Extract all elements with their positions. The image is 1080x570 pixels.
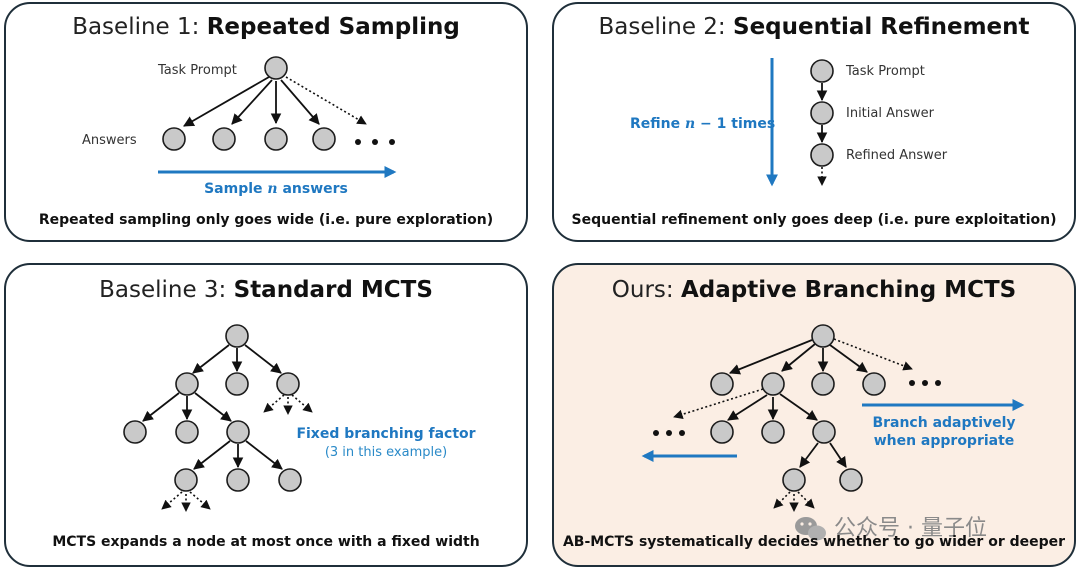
tree-node — [710, 372, 734, 396]
wechat-logo-icon — [795, 517, 826, 541]
tree-node — [312, 127, 336, 151]
tree-edge-dotted — [833, 338, 913, 371]
initial-answer-label: Initial Answer — [846, 106, 935, 121]
sequential-refinement-chain: Refine n − 1 times Task Prompt Initial A… — [630, 58, 948, 187]
tree-edge-dotted — [797, 491, 815, 509]
title-bold: Standard MCTS — [233, 277, 433, 303]
tree-edge — [231, 79, 273, 125]
tree-edge — [728, 339, 813, 375]
tree-node — [264, 127, 288, 151]
panel-caption: MCTS expands a node at most once with a … — [52, 534, 480, 550]
tree-node — [226, 468, 250, 492]
panel-caption: Repeated sampling only goes wide (i.e. p… — [38, 212, 494, 228]
chain-node-initial-answer — [810, 101, 834, 125]
tree-node — [782, 468, 806, 492]
panel-caption: AB-MCTS systematically decides whether t… — [562, 534, 1066, 550]
title-bold: Sequential Refinement — [733, 14, 1030, 40]
tree-node — [175, 420, 199, 444]
tree-node — [761, 372, 785, 396]
tree-edge — [244, 344, 282, 374]
title-bold: Repeated Sampling — [206, 14, 460, 40]
tree-node-root — [225, 324, 249, 348]
chain-node-task-prompt — [810, 59, 834, 83]
ab-mcts-tree: Branch adaptively when appropriate 公众号 ·… — [641, 324, 1025, 541]
ellipsis-dot — [355, 139, 361, 145]
tree-edge-dotted — [285, 76, 367, 125]
tree-edge-dotted — [673, 388, 764, 419]
tree-node — [162, 127, 186, 151]
answers-label: Answers — [82, 133, 137, 148]
panel-ab-mcts: Ours: Adaptive Branching MCTS — [552, 263, 1076, 567]
title-bold: Adaptive Branching MCTS — [680, 277, 1017, 303]
repeated-sampling-tree: Task Prompt Answers Sample n answers — [82, 56, 397, 197]
tree-edge-dotted — [189, 491, 211, 510]
tree-edge-dotted — [161, 491, 183, 510]
tree-node — [761, 420, 785, 444]
ellipsis-dot — [679, 430, 685, 436]
ellipsis-dot — [666, 430, 672, 436]
tree-edge — [829, 344, 868, 373]
tree-node — [812, 420, 836, 444]
branch-note-line2: when appropriate — [874, 433, 1015, 449]
ellipsis-dot — [935, 380, 941, 386]
tree-node — [839, 468, 863, 492]
tree-edge — [192, 344, 230, 374]
title-prefix: Baseline 2: — [598, 14, 733, 40]
panel-title: Baseline 1: Repeated Sampling — [6, 14, 526, 40]
tree-node — [123, 420, 147, 444]
branching-factor-subnote: (3 in this example) — [325, 445, 447, 460]
panel-title: Baseline 3: Standard MCTS — [6, 277, 526, 303]
tree-edge — [781, 343, 816, 372]
tree-node — [811, 372, 835, 396]
chain-node-refined-answer — [810, 143, 834, 167]
sample-arrow-label: Sample n answers — [204, 181, 348, 197]
branch-note-line1: Branch adaptively — [872, 415, 1015, 431]
refine-arrow-label: Refine n − 1 times — [630, 116, 775, 132]
tree-node — [226, 420, 250, 444]
ellipsis-dot — [909, 380, 915, 386]
tree-edge — [727, 394, 768, 421]
tree-edge — [280, 79, 320, 125]
tree-node — [175, 372, 199, 396]
tree-edge — [183, 76, 270, 127]
panel-title: Baseline 2: Sequential Refinement — [554, 14, 1074, 40]
tree-node-root — [264, 56, 288, 80]
standard-mcts-tree: Fixed branching factor (3 in this exampl… — [123, 324, 476, 512]
ellipsis-dot — [653, 430, 659, 436]
tree-edge-dotted — [291, 394, 313, 413]
tree-edge — [245, 440, 283, 470]
task-prompt-label: Task Prompt — [845, 64, 925, 79]
tree-edge — [193, 440, 231, 470]
tree-node-root — [811, 324, 835, 348]
title-prefix: Baseline 1: — [72, 14, 207, 40]
ellipsis-dot — [389, 139, 395, 145]
tree-node — [710, 420, 734, 444]
panel-caption: Sequential refinement only goes deep (i.… — [571, 212, 1057, 228]
watermark-text: 公众号 · 量子位 — [834, 516, 987, 541]
tree-edge — [829, 442, 847, 468]
title-prefix: Baseline 3: — [99, 277, 234, 303]
panel-sequential-refinement: Baseline 2: Sequential Refinement Refine… — [552, 2, 1076, 242]
tree-edge — [799, 442, 819, 468]
tree-node — [862, 372, 886, 396]
tree-node — [278, 468, 302, 492]
tree-edge — [142, 392, 180, 422]
ellipsis-dot — [372, 139, 378, 145]
tree-edge — [779, 393, 818, 421]
branching-factor-note: Fixed branching factor — [296, 426, 475, 442]
tree-node — [225, 372, 249, 396]
title-prefix: Ours: — [611, 277, 681, 303]
tree-edge — [194, 392, 232, 422]
task-prompt-label: Task Prompt — [157, 63, 237, 78]
tree-node — [174, 468, 198, 492]
refined-answer-label: Refined Answer — [846, 148, 948, 163]
panel-repeated-sampling: Baseline 1: Repeated Sampling Task Promp… — [4, 2, 528, 242]
ellipsis-dot — [922, 380, 928, 386]
tree-edge-dotted — [773, 491, 791, 509]
panel-title: Ours: Adaptive Branching MCTS — [554, 277, 1074, 303]
tree-node — [212, 127, 236, 151]
tree-node — [276, 372, 300, 396]
panel-standard-mcts: Baseline 3: Standard MCTS — [4, 263, 528, 567]
tree-edge-dotted — [263, 394, 285, 413]
